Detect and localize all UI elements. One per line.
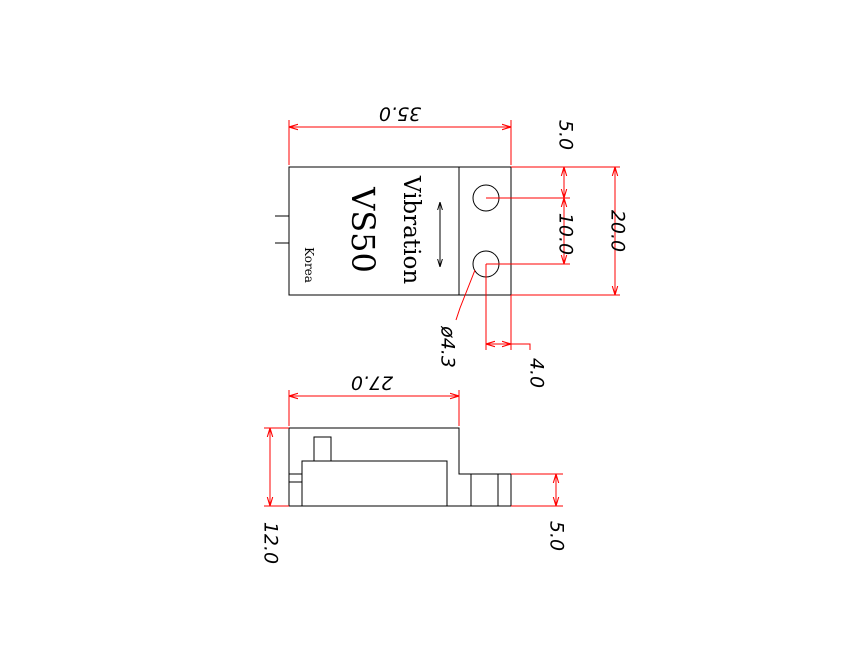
dim-height-12: 12.0 — [260, 522, 282, 564]
sensor-body-outline — [288, 166, 512, 296]
dim-length-35: 35.0 — [379, 103, 421, 125]
hole-diameter-leader — [455, 269, 476, 321]
dim-hole-offset-5: 5.0 — [555, 120, 577, 150]
dimension-leader — [511, 343, 531, 350]
model-label: VS50 — [344, 186, 382, 273]
dim-width-20: 20.0 — [607, 210, 629, 252]
top-view: Vibration VS50 Korea 35.0 5.0 10.0 20.0 … — [275, 103, 629, 388]
dim-hole-spacing-10: 10.0 — [555, 213, 577, 255]
origin-label: Korea — [302, 247, 316, 283]
dim-hole-diameter: ø4.3 — [437, 325, 459, 368]
inner-housing — [301, 460, 448, 507]
side-body-outline — [288, 427, 512, 507]
side-view: 27.0 12.0 5.0 — [260, 372, 568, 565]
connector-tab — [313, 436, 332, 462]
dim-edge-offset-4: 4.0 — [526, 358, 548, 388]
dim-flange-height-5: 5.0 — [546, 521, 568, 551]
brand-label: Vibration — [398, 175, 424, 284]
dim-body-length-27: 27.0 — [351, 372, 393, 394]
